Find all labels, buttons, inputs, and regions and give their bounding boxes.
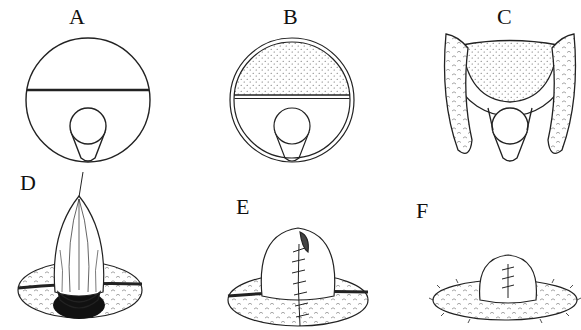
panel-c-figure-part <box>445 34 473 153</box>
panel-b-figure-part <box>235 98 350 99</box>
panel-f-figure-part <box>502 267 514 288</box>
panel-a-figure-part <box>27 89 149 92</box>
panel-c-figure <box>445 34 576 161</box>
panel-d-figure-part <box>69 199 89 292</box>
panel-letter: C <box>497 6 512 28</box>
panel-a-figure-part <box>70 108 106 144</box>
panel-letter: F <box>416 200 428 222</box>
panel-letter: E <box>236 196 249 218</box>
panel-c-figure-part <box>548 34 576 153</box>
panel-e-figure-part <box>292 248 309 317</box>
panel-d-figure-part <box>54 196 103 296</box>
panel-c-figure-part <box>492 108 528 144</box>
panel-b-figure-part <box>274 108 310 144</box>
panel-letter: D <box>20 172 36 194</box>
panel-b-figure-part <box>234 94 350 96</box>
panel-e-figure-part <box>298 244 300 326</box>
panel-d-figure-part <box>79 172 83 197</box>
panel-b-figure-part <box>230 38 354 162</box>
panel-f-figure <box>429 255 581 323</box>
panel-d-figure <box>18 172 142 319</box>
panel-b-figure-part <box>234 42 350 95</box>
panel-b-figure-part <box>234 42 350 158</box>
panel-b-figure <box>230 38 354 162</box>
panel-a-figure-part <box>26 38 150 162</box>
panel-e-figure <box>228 228 368 326</box>
panel-f-figure-part <box>480 255 537 303</box>
panel-a-figure <box>26 38 150 162</box>
panel-d-figure-part <box>60 250 98 292</box>
panel-letter: B <box>283 6 298 28</box>
panel-c-figure-part <box>488 108 493 130</box>
panel-d-figure-part <box>58 292 100 308</box>
panel-c-figure-part <box>527 108 532 130</box>
panel-letter: A <box>69 6 85 28</box>
panel-c-figure-part <box>462 41 558 103</box>
